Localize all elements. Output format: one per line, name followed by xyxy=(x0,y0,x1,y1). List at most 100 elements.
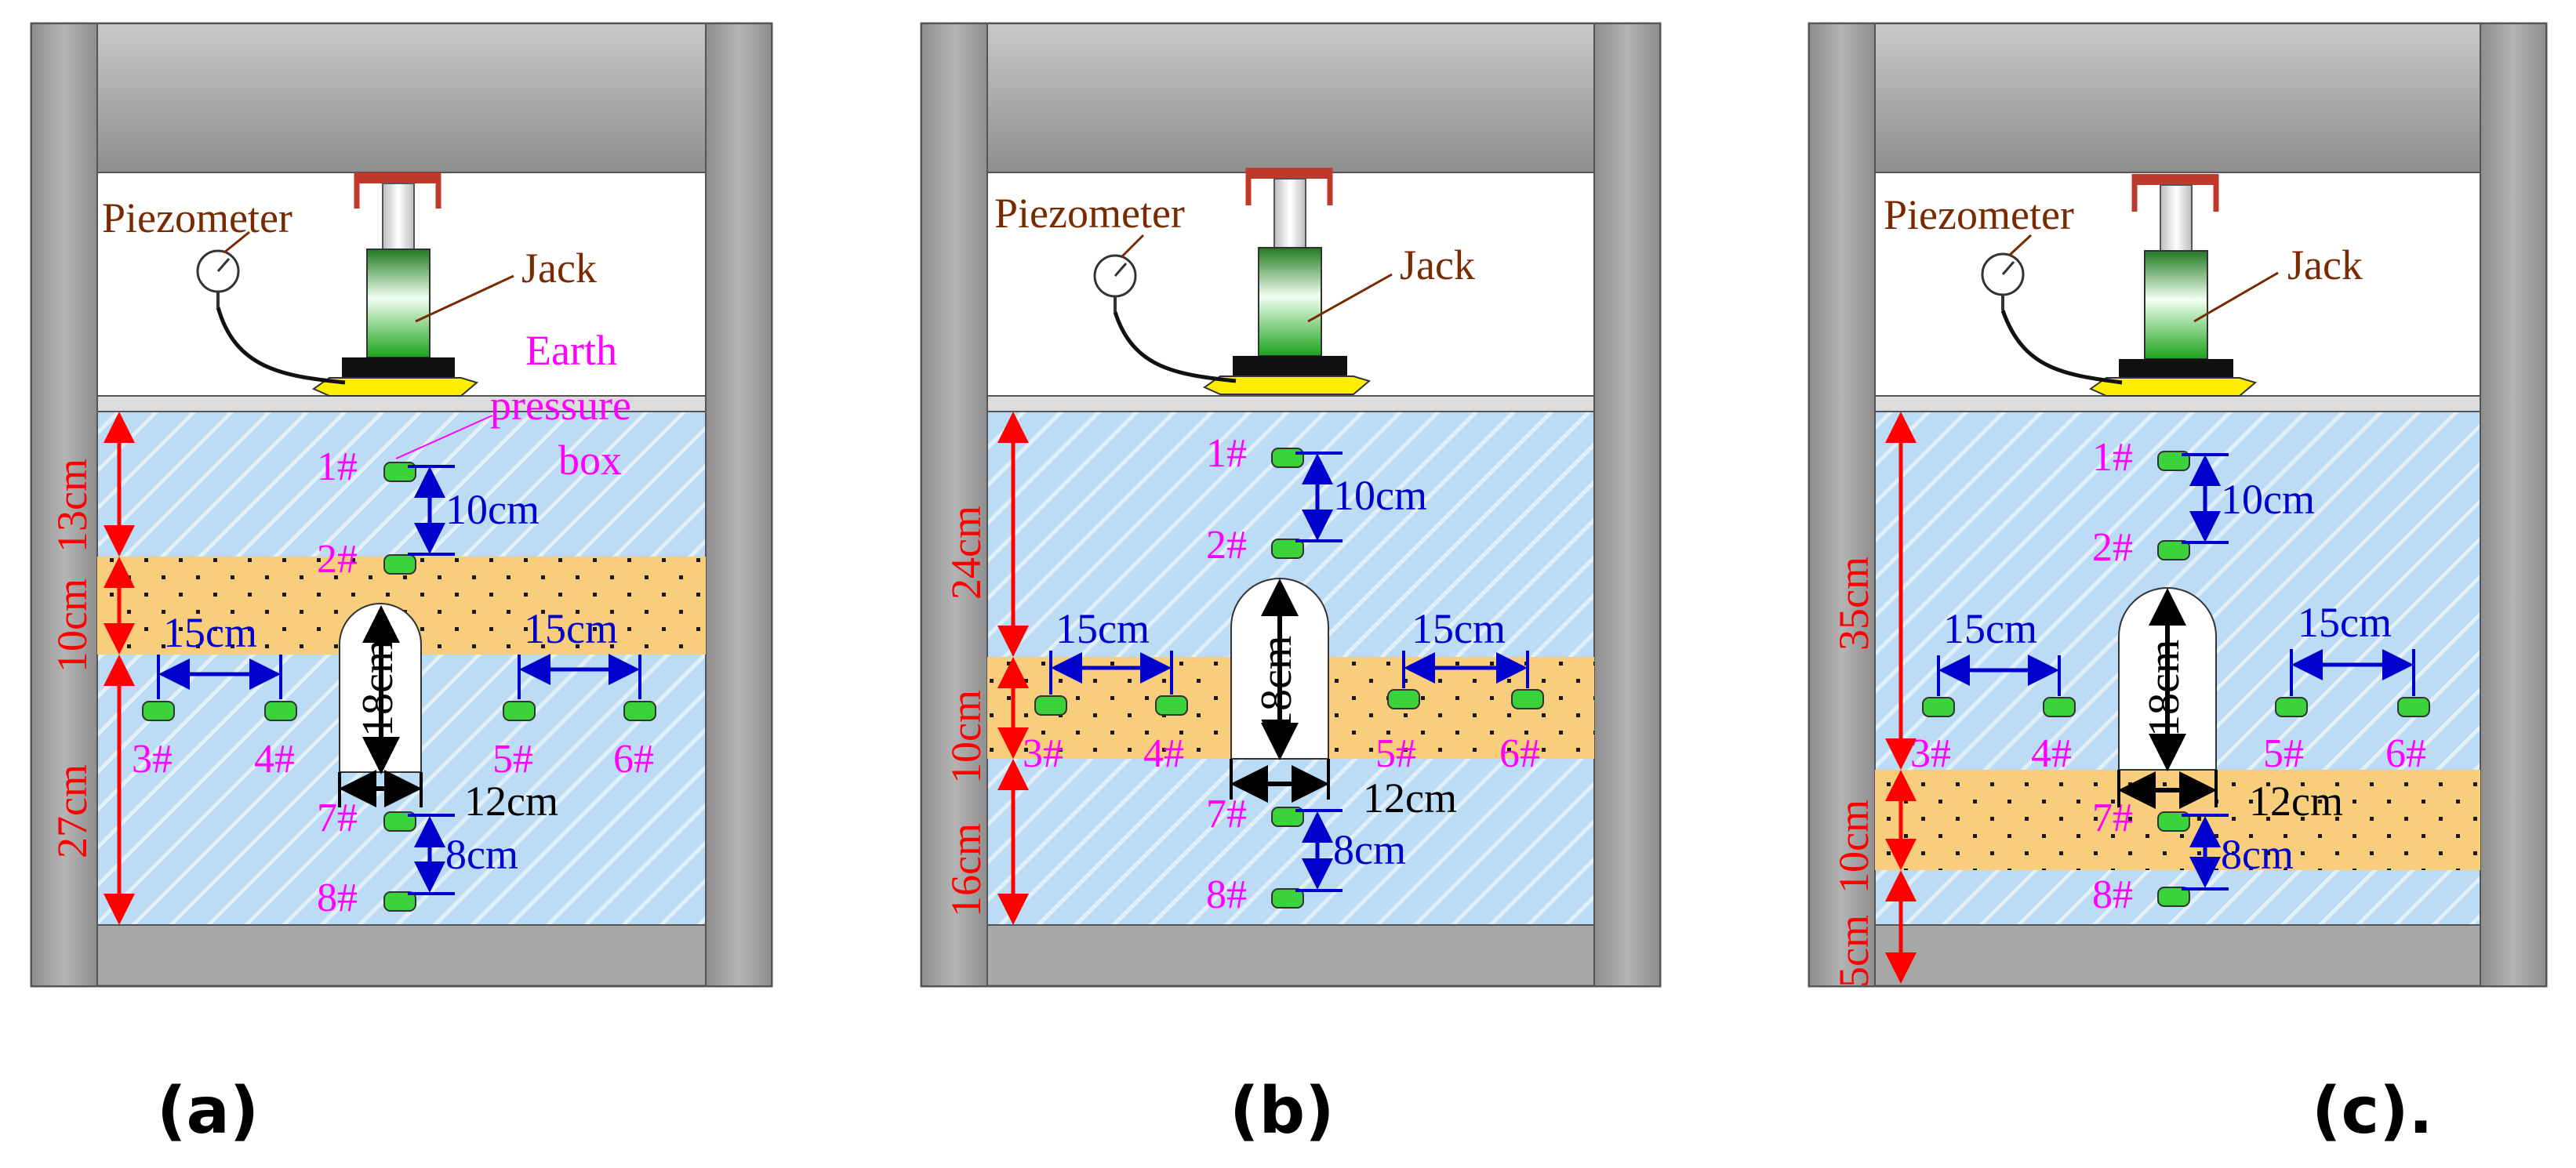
svg-text:3#: 3# xyxy=(1023,731,1063,776)
sensor-8: 8# xyxy=(317,876,416,920)
sensor-8: 8# xyxy=(1206,872,1304,917)
sensor-3: 3# xyxy=(1023,695,1067,776)
svg-text:7#: 7# xyxy=(317,796,358,840)
dim-3-4: 15cm xyxy=(1937,605,2061,696)
svg-text:16cm: 16cm xyxy=(943,823,990,917)
frame-wall-right xyxy=(2480,23,2547,987)
dim-3-4: 15cm xyxy=(1049,605,1173,695)
sensor-8: 8# xyxy=(2092,872,2190,917)
svg-text:15cm: 15cm xyxy=(1412,605,1506,652)
jack-label: Jack xyxy=(1400,241,1475,288)
earth-label-line1: Earth xyxy=(525,327,617,374)
dim-layer-top: 13cm xyxy=(49,412,135,557)
panel-c: Piezometer Jack 1# 2# 3# 4# 5# 6# 7# 8# … xyxy=(1808,22,2548,988)
frame-top-beam xyxy=(986,23,1595,173)
dim-layer-top: 24cm xyxy=(943,412,1029,657)
dim-3-4: 15cm xyxy=(157,609,282,699)
svg-text:2#: 2# xyxy=(2092,525,2133,570)
sensor-4: 4# xyxy=(2031,697,2076,776)
earth-label-line3: box xyxy=(558,437,622,484)
sensor-5: 5# xyxy=(492,701,536,782)
frame-wall-left xyxy=(921,23,988,987)
svg-text:4#: 4# xyxy=(254,737,295,782)
svg-text:5#: 5# xyxy=(492,737,533,782)
panel-b: Piezometer Jack 1# 2# 3# 4# 5# 6# 7# 8# … xyxy=(920,22,1662,988)
dim-tunnel-height: 18cm xyxy=(2140,588,2189,771)
jack-cap xyxy=(357,172,438,183)
svg-text:2#: 2# xyxy=(317,537,358,582)
svg-text:5cm: 5cm xyxy=(1830,915,1877,988)
dim-tunnel-height: 18cm xyxy=(354,605,402,774)
dim-1-2: 10cm xyxy=(408,465,540,556)
svg-text:18cm: 18cm xyxy=(2140,640,2189,737)
svg-text:10cm: 10cm xyxy=(943,690,990,784)
piezometer-label: Piezometer xyxy=(1884,191,2074,238)
dim-layer-bottom: 27cm xyxy=(49,655,135,925)
caption-c: (c). xyxy=(2312,1074,2433,1148)
jack-label: Jack xyxy=(2287,241,2363,288)
sensor-6: 6# xyxy=(613,701,656,782)
svg-text:12cm: 12cm xyxy=(464,778,558,825)
jack-leader xyxy=(2193,271,2279,323)
dim-layer-bottom: 16cm xyxy=(943,759,1029,925)
svg-text:5#: 5# xyxy=(2263,731,2304,776)
loading-plate xyxy=(986,395,1595,412)
jack-bearing-plate xyxy=(311,377,479,397)
svg-text:6#: 6# xyxy=(2385,731,2426,776)
piezometer-leader xyxy=(1120,234,1145,259)
svg-text:3#: 3# xyxy=(1910,731,1951,776)
piezometer-hose xyxy=(216,307,346,385)
svg-text:24cm: 24cm xyxy=(943,506,990,600)
svg-text:15cm: 15cm xyxy=(2298,599,2392,646)
jack-leader xyxy=(415,274,514,323)
dim-1-2: 10cm xyxy=(2182,453,2315,544)
jack-cap xyxy=(2135,174,2216,185)
sensor-2: 2# xyxy=(317,537,416,582)
dim-tunnel-width: 12cm xyxy=(1230,759,1457,822)
sensor-3: 3# xyxy=(1910,697,1955,776)
svg-text:6#: 6# xyxy=(613,737,654,782)
dim-7-8: 8cm xyxy=(1295,809,1406,892)
svg-text:8cm: 8cm xyxy=(445,831,518,878)
piezometer-leader xyxy=(2007,234,2033,257)
dim-layer-mid: 10cm xyxy=(943,657,1029,784)
sensor-5: 5# xyxy=(2263,697,2308,776)
jack-rod xyxy=(382,183,415,252)
jack-rod xyxy=(2160,184,2193,253)
piezometer-needle xyxy=(1114,263,1128,277)
dim-layer-mid: 10cm xyxy=(1830,770,1917,894)
piezometer-needle xyxy=(216,258,231,272)
svg-text:12cm: 12cm xyxy=(2249,778,2343,825)
jack-leader xyxy=(1307,273,1393,323)
sensor-3: 3# xyxy=(132,701,175,782)
svg-text:15cm: 15cm xyxy=(1055,605,1150,652)
jack-bearing-plate xyxy=(1202,375,1372,395)
svg-text:13cm: 13cm xyxy=(49,459,96,553)
jack-base xyxy=(2119,359,2233,378)
svg-text:4#: 4# xyxy=(2031,731,2072,776)
svg-text:10cm: 10cm xyxy=(1333,472,1427,519)
piezometer-label: Piezometer xyxy=(102,194,292,241)
svg-text:12cm: 12cm xyxy=(1363,774,1457,822)
sensor-4: 4# xyxy=(1143,695,1188,776)
sensor-6: 6# xyxy=(2385,697,2430,776)
svg-text:27cm: 27cm xyxy=(49,764,96,858)
frame-top-beam xyxy=(96,23,707,173)
svg-text:10cm: 10cm xyxy=(1830,800,1877,894)
dim-1-2: 10cm xyxy=(1295,452,1427,542)
jack-bearing-plate xyxy=(2088,377,2258,397)
svg-text:7#: 7# xyxy=(2092,796,2133,840)
svg-text:1#: 1# xyxy=(2092,435,2133,480)
svg-text:15cm: 15cm xyxy=(524,605,618,652)
svg-text:8cm: 8cm xyxy=(1333,826,1406,873)
svg-text:1#: 1# xyxy=(1206,431,1247,476)
sensor-2: 2# xyxy=(2092,525,2190,570)
svg-text:35cm: 35cm xyxy=(1830,557,1877,651)
svg-text:18cm: 18cm xyxy=(1252,636,1301,733)
dim-5-6: 15cm xyxy=(518,605,641,699)
svg-text:3#: 3# xyxy=(132,737,173,782)
svg-text:10cm: 10cm xyxy=(49,579,96,673)
frame-wall-right xyxy=(705,23,772,987)
